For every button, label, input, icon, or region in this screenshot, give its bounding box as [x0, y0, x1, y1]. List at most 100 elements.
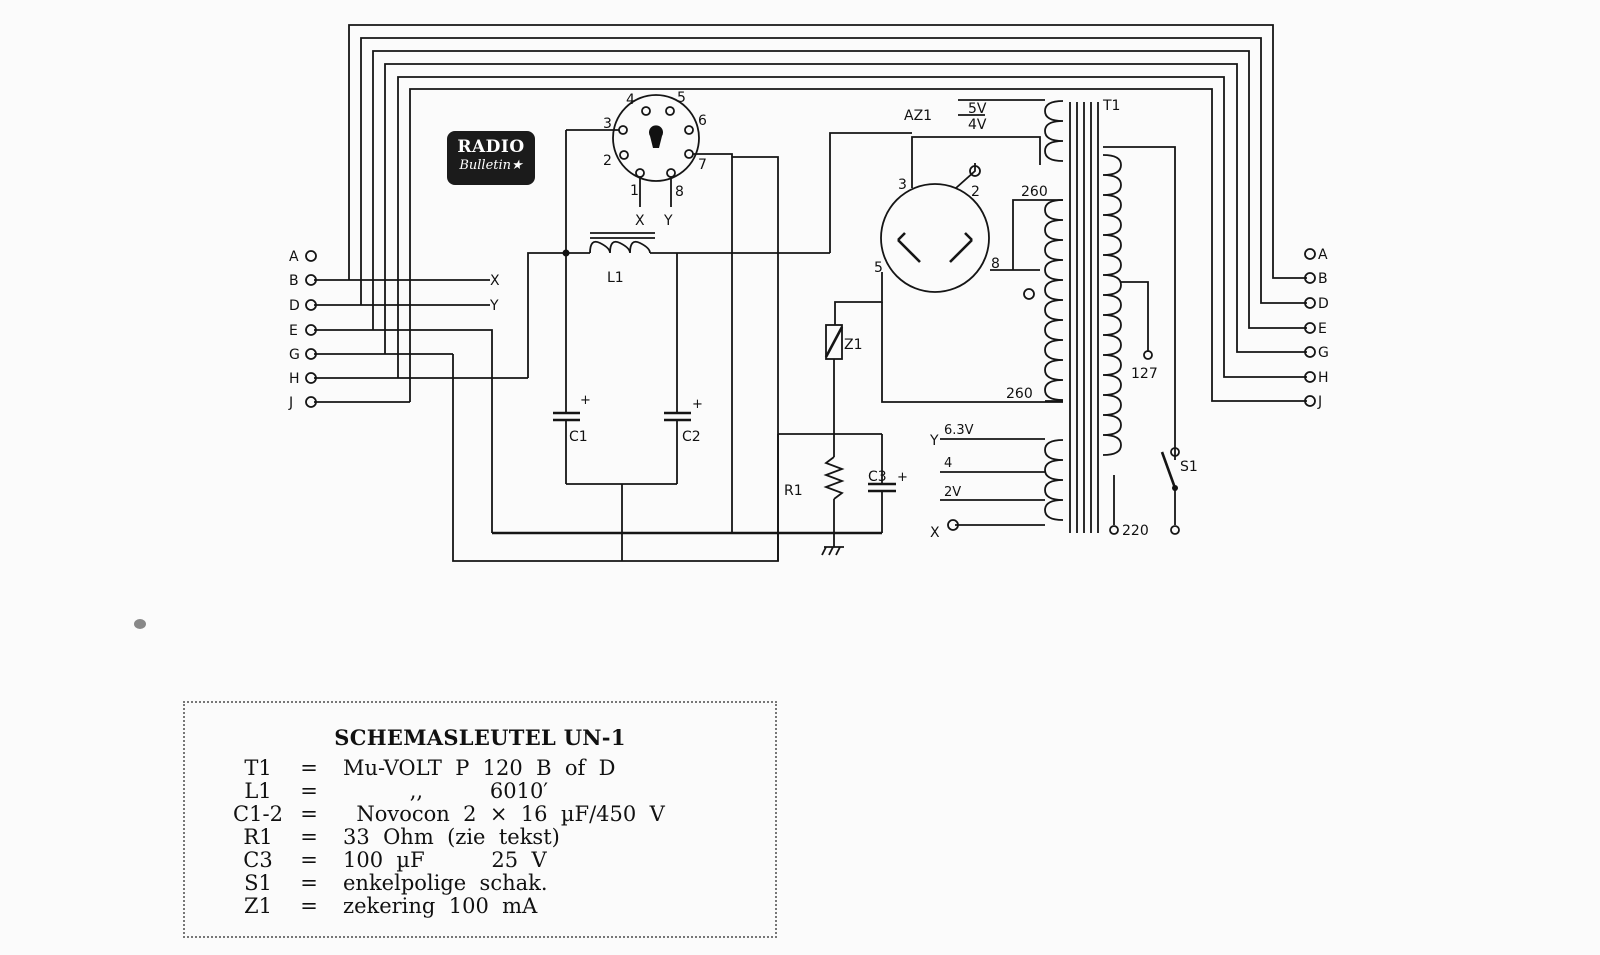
l1-label: L1	[607, 270, 624, 286]
legend-key: T1	[244, 756, 272, 780]
legend-value: 33 Ohm (zie tekst)	[343, 825, 560, 849]
legend-eq: =	[300, 779, 318, 803]
legend-value: ,, 6010′	[343, 779, 549, 803]
svg-text:8: 8	[991, 256, 1000, 272]
z1-label: Z1	[844, 337, 863, 353]
legend-value: enkelpolige schak.	[343, 871, 548, 895]
right-label-g: G	[1318, 345, 1329, 361]
svg-text:3: 3	[898, 177, 907, 193]
legend-key: C1-2	[233, 802, 283, 826]
legend-row: C3 = 100 µF 25 V	[229, 849, 665, 872]
legend-key: C3	[243, 848, 273, 872]
svg-text:Y: Y	[929, 433, 939, 449]
left-connector-wires	[314, 156, 779, 562]
logo-line-1: RADIO	[457, 137, 525, 157]
legend-row: L1 = ,, 6010′	[229, 780, 665, 803]
socket-pin-labels: 4 5 3 6 2 7 1 8 X Y	[603, 90, 707, 229]
svg-text:+: +	[692, 397, 703, 412]
left-label-g: G	[289, 347, 300, 363]
capacitors-c1-c2	[553, 253, 691, 561]
svg-text:6.3V: 6.3V	[944, 423, 974, 438]
svg-text:127: 127	[1131, 366, 1158, 382]
svg-text:1: 1	[630, 183, 639, 199]
t1-label: T1	[1102, 98, 1120, 114]
svg-text:2V: 2V	[944, 485, 961, 500]
legend-row: C1-2 = Novocon 2 × 16 µF/450 V	[229, 803, 665, 826]
rectifier-labels: AZ1 3 2 5 8	[874, 108, 1000, 276]
right-label-d: D	[1318, 296, 1329, 312]
svg-text:8: 8	[675, 184, 684, 200]
legend-value: Novocon 2 × 16 µF/450 V	[343, 802, 665, 826]
left-terminals[interactable]	[305, 250, 317, 408]
svg-text:5V: 5V	[968, 101, 987, 117]
legend-title: SCHEMASLEUTEL UN-1	[334, 725, 626, 750]
svg-text:260: 260	[1021, 184, 1048, 200]
legend-row: S1 = enkelpolige schak.	[229, 872, 665, 895]
svg-text:+: +	[580, 393, 591, 408]
legend-key: Z1	[244, 894, 272, 918]
legend-row: R1 = 33 Ohm (zie tekst)	[229, 826, 665, 849]
s1-label: S1	[1180, 459, 1198, 475]
legend-value: zekering 100 mA	[343, 894, 538, 918]
svg-text:3: 3	[603, 116, 612, 132]
schematic-legend: SCHEMASLEUTEL UN-1 T1 = Mu-VOLT P 120 B …	[183, 701, 777, 938]
legend-key: S1	[244, 871, 272, 895]
socket-y-label: Y	[663, 213, 673, 229]
left-label-e: E	[289, 323, 298, 339]
c3-label: C3	[868, 469, 887, 485]
legend-rows: T1 = Mu-VOLT P 120 B of D L1 = ,, 6010′ …	[229, 757, 665, 918]
legend-eq: =	[300, 894, 318, 918]
left-label-j: J	[288, 395, 293, 411]
logo-line-2: Bulletin★	[459, 158, 523, 173]
legend-eq: =	[300, 802, 318, 826]
svg-text:4: 4	[944, 456, 952, 471]
svg-text:4V: 4V	[968, 117, 987, 133]
choke-l1	[562, 232, 830, 257]
transformer-labels: T1 5V 4V 260 260 127 220 6.3V Y 4 2V X	[929, 98, 1158, 541]
r1-label: R1	[784, 483, 803, 499]
svg-text:X: X	[490, 273, 500, 289]
transformer-t1	[940, 99, 1178, 533]
svg-text:220: 220	[1122, 523, 1149, 539]
left-connector-labels: A B D E G H J	[288, 249, 300, 411]
c2-label: C2	[682, 429, 701, 445]
component-labels: X Y L1 C1 C2 + + R1 Z1 C3 + S1	[489, 270, 1198, 499]
right-label-h: H	[1318, 370, 1329, 386]
legend-row: Z1 = zekering 100 mA	[229, 895, 665, 918]
legend-value: 100 µF 25 V	[343, 848, 547, 872]
svg-text:2: 2	[971, 184, 980, 200]
svg-text:2: 2	[603, 153, 612, 169]
svg-text:260: 260	[1006, 386, 1033, 402]
svg-text:5: 5	[874, 260, 883, 276]
c1-label: C1	[569, 429, 588, 445]
right-label-b: B	[1318, 271, 1328, 287]
svg-text:+: +	[897, 470, 908, 485]
right-terminals[interactable]	[1304, 248, 1316, 407]
left-label-b: B	[289, 273, 299, 289]
svg-text:X: X	[930, 525, 940, 541]
legend-eq: =	[300, 848, 318, 872]
legend-value: Mu-VOLT P 120 B of D	[343, 756, 616, 780]
ground-bus	[492, 433, 882, 561]
right-label-j: J	[1317, 394, 1322, 410]
legend-row: T1 = Mu-VOLT P 120 B of D	[229, 757, 665, 780]
az1-label: AZ1	[904, 108, 932, 124]
paper-spot	[134, 619, 146, 629]
legend-eq: =	[300, 825, 318, 849]
left-label-h: H	[289, 371, 300, 387]
radio-bulletin-logo: RADIO Bulletin★	[449, 133, 533, 183]
legend-eq: =	[300, 756, 318, 780]
right-connector-labels: A B D E G H J	[1317, 247, 1329, 410]
rectifier-az1	[829, 132, 1063, 403]
svg-text:Y: Y	[489, 298, 499, 314]
left-label-d: D	[289, 298, 300, 314]
bus-wires	[348, 24, 1307, 402]
socket-x-label: X	[635, 213, 645, 229]
legend-eq: =	[300, 871, 318, 895]
right-label-e: E	[1318, 321, 1327, 337]
svg-text:7: 7	[698, 157, 707, 173]
fuse-resistor-network	[821, 324, 896, 556]
tube-socket	[565, 94, 733, 533]
misc-terminals	[947, 165, 1180, 535]
